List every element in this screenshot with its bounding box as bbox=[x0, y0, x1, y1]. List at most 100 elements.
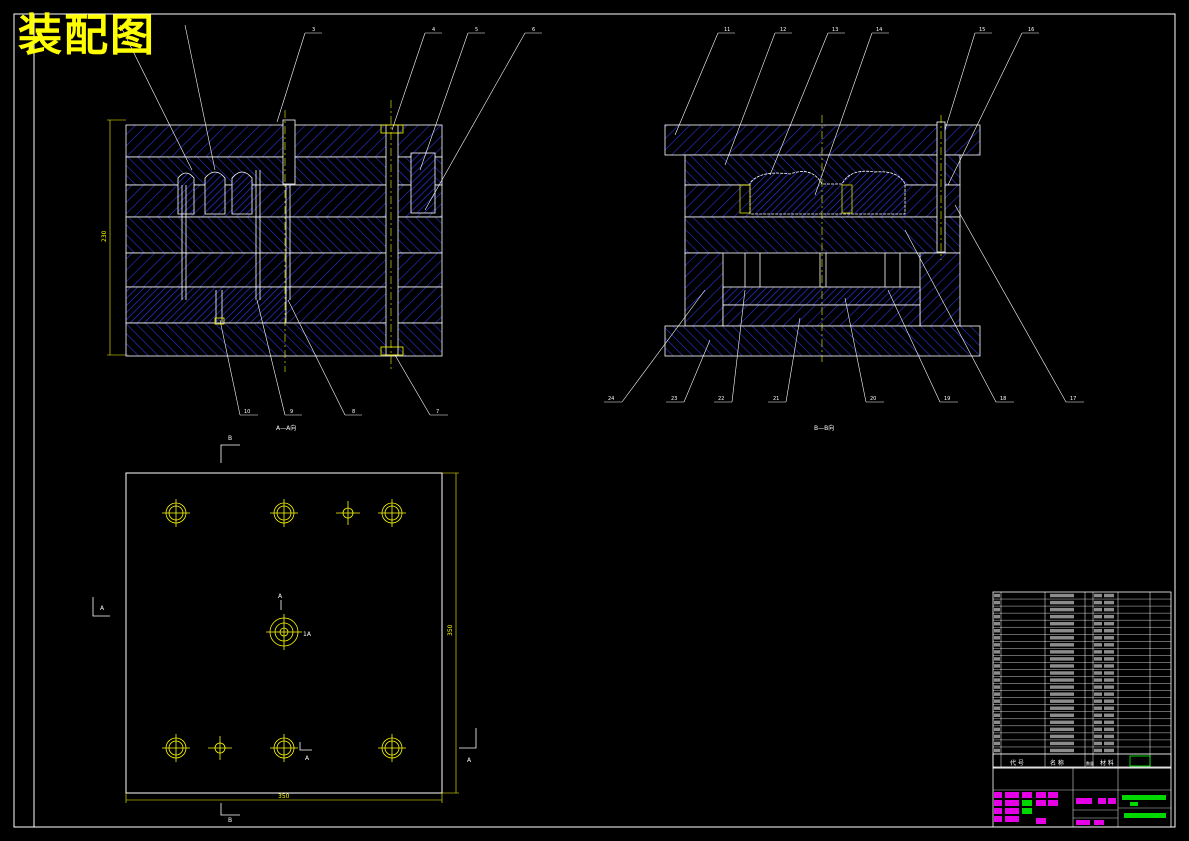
parts-cell-glyphs bbox=[994, 600, 1000, 605]
callout-14: 14 bbox=[876, 27, 882, 33]
parts-cell-glyphs bbox=[1050, 720, 1074, 725]
parts-cell-glyphs bbox=[994, 664, 1000, 668]
title-block: 代 号 名 称 材 料 数量 bbox=[992, 753, 1172, 828]
parts-cell-glyphs bbox=[1104, 614, 1114, 619]
callout-5: 5 bbox=[475, 27, 478, 33]
callout-17: 17 bbox=[1070, 396, 1076, 402]
callout-21: 21 bbox=[773, 396, 779, 402]
parts-cell-glyphs bbox=[1094, 720, 1102, 725]
parts-cell-glyphs bbox=[1050, 727, 1074, 732]
parts-cell-glyphs bbox=[994, 748, 1000, 753]
parts-cell-glyphs bbox=[994, 671, 1000, 675]
parts-cell-glyphs bbox=[994, 727, 1000, 732]
parts-cell-glyphs bbox=[1094, 614, 1102, 619]
parts-cell-glyphs bbox=[1094, 593, 1102, 598]
parts-cell-glyphs bbox=[1104, 699, 1114, 703]
callout-3: 3 bbox=[312, 27, 315, 33]
parts-cell-glyphs bbox=[1094, 636, 1102, 640]
parts-cell-glyphs bbox=[1094, 657, 1102, 661]
parts-cell-glyphs bbox=[994, 643, 1000, 647]
callout-23: 23 bbox=[671, 396, 677, 402]
callout-6: 6 bbox=[532, 27, 535, 33]
parts-cell-glyphs bbox=[1050, 685, 1074, 689]
parts-cell-glyphs bbox=[994, 593, 1000, 598]
parts-cell-glyphs bbox=[1050, 664, 1074, 668]
parts-cell-glyphs bbox=[1050, 607, 1074, 612]
callouts-right bbox=[604, 32, 1084, 403]
parts-cell-glyphs bbox=[1104, 650, 1114, 654]
parts-cell-glyphs bbox=[1094, 706, 1102, 710]
parts-cell-glyphs bbox=[1094, 692, 1102, 696]
parts-cell-glyphs bbox=[1104, 748, 1114, 753]
callout-7: 7 bbox=[436, 409, 439, 415]
section-view-aa: 230 A—A向 bbox=[101, 100, 443, 432]
parts-cell-glyphs bbox=[1094, 621, 1102, 626]
parts-cell-glyphs bbox=[1094, 741, 1102, 746]
parts-cell-glyphs bbox=[1104, 629, 1114, 633]
parts-cell-glyphs bbox=[1104, 643, 1114, 647]
callout-4: 4 bbox=[432, 27, 435, 33]
drawing-title: 装配图 bbox=[18, 10, 156, 61]
parts-cell-glyphs bbox=[1050, 671, 1074, 675]
parts-cell-glyphs bbox=[1050, 692, 1074, 696]
parts-cell-glyphs bbox=[1104, 685, 1114, 689]
parts-cell-glyphs bbox=[1050, 650, 1074, 654]
parts-cell-glyphs bbox=[1050, 593, 1074, 598]
parts-cell-glyphs bbox=[1050, 741, 1074, 746]
section-mark-a-lower: A bbox=[305, 755, 310, 762]
inner-frame bbox=[33, 13, 1176, 828]
parts-cell-glyphs bbox=[1094, 664, 1102, 668]
section-mark-b-bottom: B bbox=[228, 817, 232, 824]
parts-cell-glyphs bbox=[1094, 678, 1102, 682]
parts-cell-glyphs bbox=[1094, 629, 1102, 633]
col-material-header: 材 料 bbox=[1100, 759, 1114, 767]
parts-cell-glyphs bbox=[1104, 664, 1114, 668]
callout-18: 18 bbox=[1000, 396, 1006, 402]
parts-cell-glyphs bbox=[1050, 748, 1074, 753]
plan-view: 350 350 1A B B A A A A bbox=[92, 435, 477, 824]
callout-19: 19 bbox=[944, 396, 950, 402]
parts-cell-glyphs bbox=[1050, 734, 1074, 739]
callout-11: 11 bbox=[724, 27, 730, 33]
col-code-header: 代 号 bbox=[1010, 759, 1024, 767]
parts-cell-glyphs bbox=[1094, 727, 1102, 732]
parts-cell-glyphs bbox=[994, 741, 1000, 746]
parts-cell-glyphs bbox=[1094, 748, 1102, 753]
section-mark-a-left: A bbox=[100, 605, 105, 612]
parts-cell-glyphs bbox=[1094, 713, 1102, 717]
parts-cell-glyphs bbox=[994, 636, 1000, 640]
parts-cell-glyphs bbox=[1104, 636, 1114, 640]
parts-cell-glyphs bbox=[1050, 621, 1074, 626]
callout-16: 16 bbox=[1028, 27, 1034, 33]
parts-cell-glyphs bbox=[994, 720, 1000, 725]
parts-cell-glyphs bbox=[994, 607, 1000, 612]
parts-cell-glyphs bbox=[1050, 629, 1074, 633]
parts-cell-glyphs bbox=[1094, 607, 1102, 612]
callout-8: 8 bbox=[352, 409, 355, 415]
parts-cell-glyphs bbox=[1104, 706, 1114, 710]
parts-cell-glyphs bbox=[1050, 678, 1074, 682]
col-qty-header: 数量 bbox=[1086, 760, 1094, 766]
dim-plan-height: 350 bbox=[447, 624, 454, 636]
parts-cell-glyphs bbox=[994, 699, 1000, 703]
parts-cell-glyphs bbox=[1050, 713, 1074, 717]
section-view-bb: B—B向 bbox=[664, 115, 981, 432]
callouts-left bbox=[119, 24, 542, 416]
parts-cell-glyphs bbox=[1094, 600, 1102, 605]
parts-cell-glyphs bbox=[1094, 650, 1102, 654]
section-mark-a-center: A bbox=[278, 593, 283, 600]
callout-20: 20 bbox=[870, 396, 876, 402]
parts-cell-glyphs bbox=[1104, 734, 1114, 739]
section-mark-b-top: B bbox=[228, 435, 232, 442]
parts-cell-glyphs bbox=[1104, 600, 1114, 605]
parts-cell-glyphs bbox=[1050, 699, 1074, 703]
parts-cell-glyphs bbox=[1050, 636, 1074, 640]
parts-cell-glyphs bbox=[1050, 657, 1074, 661]
col-name-header: 名 称 bbox=[1050, 759, 1064, 767]
parts-cell-glyphs bbox=[994, 713, 1000, 717]
caption-bb: B—B向 bbox=[814, 424, 834, 432]
parts-cell-glyphs bbox=[1104, 593, 1114, 598]
callout-15: 15 bbox=[979, 27, 985, 33]
parts-cell-glyphs bbox=[1050, 600, 1074, 605]
